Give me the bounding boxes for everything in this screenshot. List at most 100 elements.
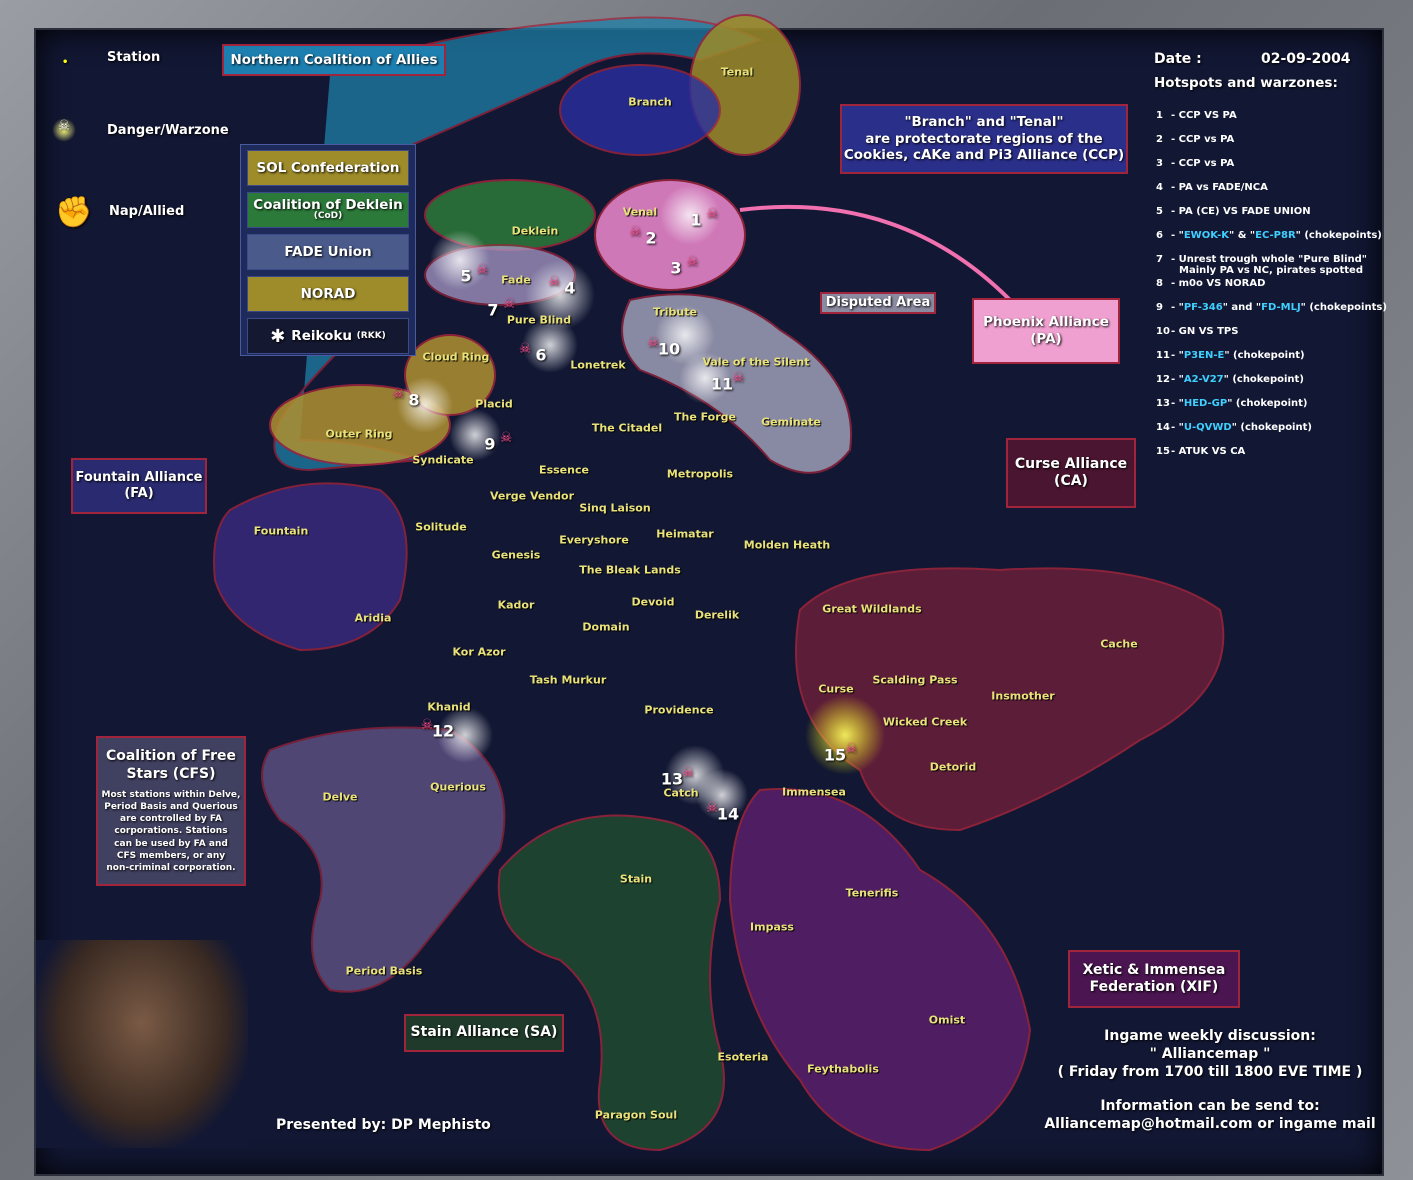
station-icon: •	[62, 57, 69, 68]
alliance-name: Coalition of Free	[105, 748, 237, 764]
region-label[interactable]: Insmother	[991, 689, 1055, 703]
region-label[interactable]: Venal	[622, 205, 658, 219]
phoenix-alliance-label: Phoenix Alliance(PA)	[972, 298, 1120, 364]
region-label[interactable]: Cache	[1100, 637, 1138, 651]
region-label[interactable]: Fountain	[253, 524, 309, 538]
skull-icon: ☠	[391, 386, 405, 402]
hotspots-title: Hotspots and warzones:	[1154, 75, 1338, 91]
region-label[interactable]: Immensea	[782, 785, 846, 799]
stain-alliance-label: Stain Alliance (SA)	[404, 1014, 564, 1052]
region-label[interactable]: Verge Vendor	[489, 489, 575, 503]
region-label[interactable]: Esoteria	[717, 1050, 769, 1064]
hotspot-pre: - "	[1171, 374, 1184, 385]
region-label[interactable]: Catch	[663, 786, 699, 800]
hotspot-marker[interactable]: 5	[460, 266, 472, 286]
region-label[interactable]: Pure Blind	[506, 313, 572, 327]
region-label[interactable]: Derelik	[694, 608, 740, 622]
hotspot-pre: - "	[1171, 230, 1184, 241]
region-label[interactable]: Fade	[501, 273, 531, 287]
region-label[interactable]: Placid	[475, 397, 513, 411]
hotspot-number: 15	[1156, 446, 1170, 457]
skull-icon: ☠	[475, 262, 489, 278]
hotspot-marker[interactable]: 4	[564, 278, 576, 298]
hotspot-item: 5- PA (CE) VS FADE UNION	[1156, 206, 1387, 230]
region-label[interactable]: Omist	[928, 1013, 966, 1027]
region-label[interactable]: The Citadel	[591, 421, 663, 435]
region-label[interactable]: Devoid	[631, 595, 675, 609]
hotspot-marker[interactable]: 14	[716, 804, 740, 824]
hotspot-marker[interactable]: 12	[431, 721, 455, 741]
region-label[interactable]: Tribute	[653, 305, 697, 319]
hotspot-post: " (chokepoint)	[1223, 374, 1304, 385]
region-label[interactable]: Paragon Soul	[594, 1108, 678, 1122]
region-label[interactable]: Great Wildlands	[822, 602, 922, 616]
region-label[interactable]: Aridia	[354, 611, 392, 625]
alliance-name: Fountain Alliance	[75, 469, 203, 485]
alliance-name: Phoenix Alliance	[983, 314, 1109, 331]
hotspot-marker[interactable]: 10	[657, 339, 681, 359]
hotspot-marker[interactable]: 7	[487, 300, 499, 320]
region-label[interactable]: Khanid	[427, 700, 471, 714]
region-label[interactable]: Querious	[430, 780, 486, 794]
region-label[interactable]: Tash Murkur	[529, 673, 607, 687]
region-label[interactable]: Kador	[497, 598, 535, 612]
region-label[interactable]: Impass	[750, 920, 794, 934]
hotspot-marker[interactable]: 9	[484, 434, 496, 454]
region-label[interactable]: Detorid	[929, 760, 977, 774]
region-label[interactable]: Solitude	[415, 520, 467, 534]
region-label[interactable]: Molden Heath	[743, 538, 831, 552]
cfs-note-line: CFS members, or any	[116, 850, 226, 861]
hotspot-item: 6- "EWOK-K" & "EC-P8R" (chokepoints)	[1156, 230, 1387, 254]
cfs-area	[261, 726, 506, 993]
region-label[interactable]: Period Basis	[345, 964, 423, 978]
ccp-note: "Branch" and "Tenal"are protectorate reg…	[840, 104, 1128, 174]
hotspot-marker[interactable]: 15	[823, 745, 847, 765]
hotspot-marker[interactable]: 13	[660, 769, 684, 789]
presented-by: Presented by: DP Mephisto	[276, 1117, 491, 1133]
hotspot-marker[interactable]: 3	[670, 258, 682, 278]
region-label[interactable]: Genesis	[491, 548, 541, 562]
region-label[interactable]: Providence	[644, 703, 714, 717]
region-label[interactable]: Heimatar	[656, 527, 714, 541]
hotspot-marker[interactable]: 2	[645, 228, 657, 248]
hotspot-marker[interactable]: 1	[690, 210, 702, 230]
region-label[interactable]: Branch	[628, 95, 672, 109]
region-label[interactable]: Delve	[322, 790, 358, 804]
region-label[interactable]: Geminate	[761, 415, 821, 429]
region-label[interactable]: Metropolis	[666, 467, 734, 481]
region-label[interactable]: Scalding Pass	[872, 673, 958, 687]
hotspot-c2: EC-P8R	[1255, 230, 1296, 241]
region-label[interactable]: Everyshore	[559, 533, 629, 547]
hotspot-item: 8- m0o VS NORAD	[1156, 278, 1387, 302]
region-label[interactable]: Domain	[582, 620, 630, 634]
stain-area	[497, 814, 725, 1152]
region-label[interactable]: Deklein	[511, 224, 559, 238]
hotspot-number: 12	[1156, 374, 1170, 385]
region-label[interactable]: Vale of the Silent	[702, 355, 810, 369]
region-label[interactable]: The Bleak Lands	[579, 563, 681, 577]
hotspot-marker[interactable]: 11	[710, 374, 734, 394]
region-label[interactable]: The Forge	[673, 410, 737, 424]
legend-cod-name: Coalition of Deklein	[253, 196, 403, 213]
region-label[interactable]: Cloud Ring	[422, 350, 490, 364]
region-label[interactable]: Tenal	[720, 65, 754, 79]
region-label[interactable]: Feythabolis	[807, 1062, 879, 1076]
hotspot-mid: " & "	[1229, 230, 1256, 241]
region-label[interactable]: Stain	[619, 872, 653, 886]
danger-icon: ☠	[52, 118, 76, 142]
hotspot-marker[interactable]: 6	[535, 345, 547, 365]
region-label[interactable]: Wicked Creek	[882, 715, 968, 729]
region-label[interactable]: Kor Azor	[452, 645, 506, 659]
region-label[interactable]: Tenerifis	[845, 886, 899, 900]
character-portrait	[36, 940, 248, 1148]
hotspot-marker[interactable]: 8	[408, 390, 420, 410]
legend-fade: FADE Union	[247, 234, 409, 270]
region-label[interactable]: Outer Ring	[325, 427, 393, 441]
region-label[interactable]: Syndicate	[412, 453, 474, 467]
region-label[interactable]: Sinq Laison	[579, 501, 651, 515]
hotspot-glows	[397, 185, 885, 821]
hotspot-item: 12- "A2-V27" (chokepoint)	[1156, 374, 1387, 398]
region-label[interactable]: Essence	[539, 463, 589, 477]
region-label[interactable]: Curse	[818, 682, 854, 696]
region-label[interactable]: Lonetrek	[570, 358, 626, 372]
